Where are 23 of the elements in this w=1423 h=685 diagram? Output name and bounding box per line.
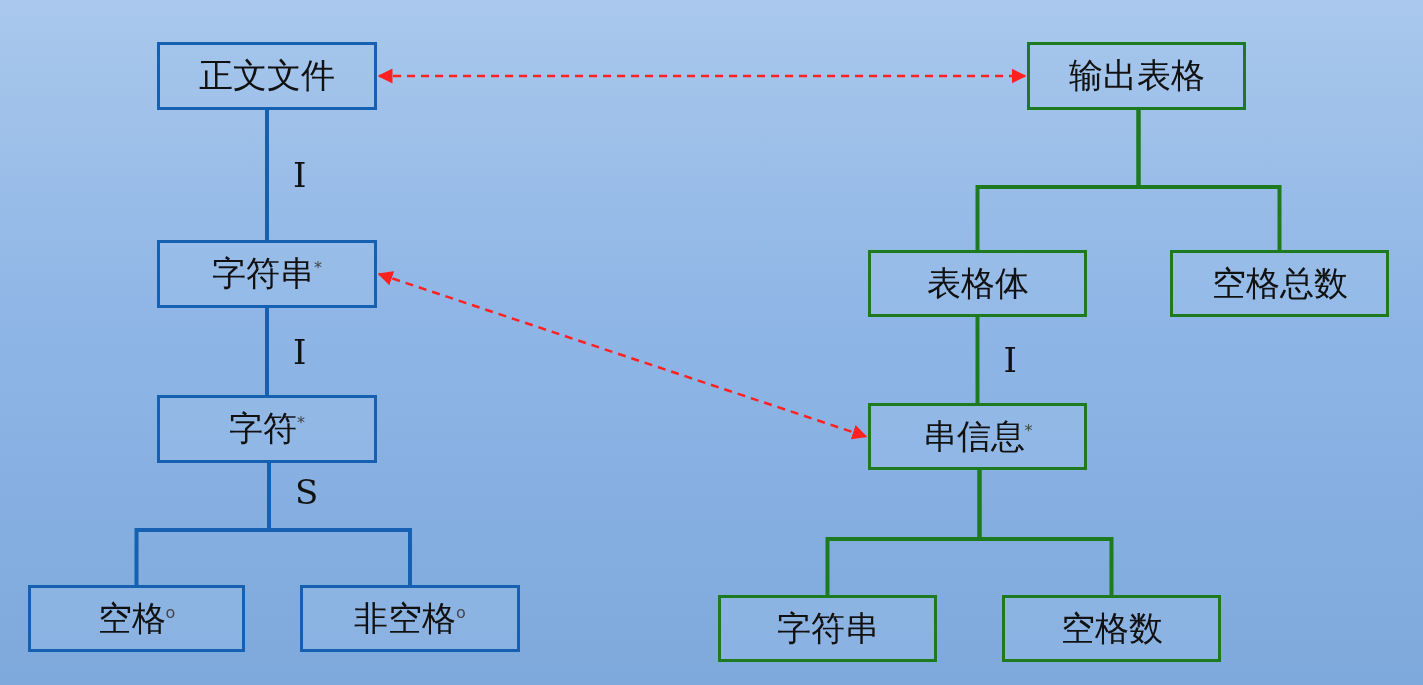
edge-label: I (1003, 343, 1017, 377)
process-box: 字符串$^{*}$ (157, 240, 377, 308)
dashed-arrow (377, 68, 1027, 84)
connector-line (265, 308, 269, 395)
connector-line (977, 470, 1114, 595)
process-box: 空格总数 (1170, 250, 1389, 317)
edge-label: I (293, 334, 307, 369)
connector-line (1136, 110, 1282, 250)
dashed-arrow (377, 271, 868, 440)
edge-label: S (295, 475, 319, 509)
process-box: 空格$^{o}$ (28, 585, 245, 652)
process-box: 非空格$^{o}$ (300, 585, 520, 652)
connector-line (265, 110, 269, 240)
edge-label: I (293, 158, 307, 192)
connector-line (975, 317, 980, 403)
process-box: 空格数 (1002, 595, 1221, 662)
process-box: 正文文件 (157, 42, 377, 110)
connector-line (267, 463, 412, 585)
process-box: 表格体 (868, 250, 1087, 317)
process-box: 字符串 (718, 595, 937, 662)
process-box: 串信息$^{*}$ (868, 403, 1087, 470)
process-box: 字符$^{*}$ (157, 395, 377, 463)
process-box: 输出表格 (1027, 42, 1246, 110)
